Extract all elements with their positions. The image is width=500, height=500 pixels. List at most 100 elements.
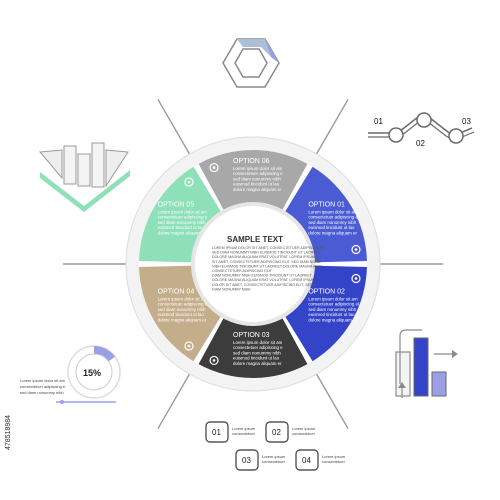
- path-node-01: [388, 127, 404, 143]
- segment-line-option-06: Lorem ipsum dolor sit am: [233, 166, 283, 171]
- segment-line-option-03: Lorem ipsum dolor sit am: [233, 340, 283, 345]
- spoke-line: [157, 371, 192, 429]
- segment-line-option-01: sed diam nonummy nibh: [308, 220, 356, 225]
- house-icon: [351, 273, 361, 284]
- center-text-line: NIBH EUISMOD TINCIDUNT UT LAOREET DOLORE…: [212, 264, 321, 268]
- box-text-line: consectetuer: [322, 459, 346, 464]
- segment-title-option-01: OPTION 01: [308, 202, 345, 209]
- spoke-lines: [63, 99, 443, 429]
- segment-line-option-06: dolore magna aliquam er: [233, 187, 282, 192]
- box-text-line: consectetuer: [262, 459, 286, 464]
- center-title: SAMPLE TEXT: [227, 235, 283, 244]
- center-text-line: DOLOR SIT AMET, CONSECTETUER ADIPISCING …: [212, 283, 313, 287]
- segment-line-option-05: euismod tincidunt ut lao: [158, 225, 205, 230]
- segment-line-option-06: sed diam nonummy nibh: [233, 176, 281, 181]
- center-text-line: DIAM NONUMMY NIBH: [212, 287, 251, 291]
- segment-line-option-06: euismod tincidunt ut lao: [233, 182, 280, 187]
- segment-line-option-04: dolore magna aliquam er: [158, 317, 207, 322]
- segment-line-option-02: euismod tincidunt ut lao: [308, 312, 355, 317]
- globe-icon: [184, 177, 194, 187]
- bar-chart-check-icon: [38, 142, 130, 212]
- center-text-line: CONSECTETUER ADIPISCING ELIT: [212, 269, 273, 273]
- segment-line-option-05: dolore magna aliquam er: [158, 230, 207, 235]
- center-text-line: SED DIAM NONUMMY NIBH EUISMOD TINCIDUNT …: [212, 251, 321, 255]
- spoke-line: [314, 371, 349, 429]
- briefcase-icon: [351, 244, 361, 255]
- segment-option-02: [284, 265, 367, 362]
- progress-indicator: 15% Lorem ipsum dolor sit am consectetue…: [20, 345, 121, 404]
- hexagon-icon: [222, 38, 280, 88]
- segment-line-option-03: dolore magna aliquam er: [233, 361, 282, 366]
- box-number: 03: [242, 456, 251, 465]
- path-label-03: 03: [462, 117, 471, 126]
- progress-text-line-1: Lorem ipsum dolor sit am: [20, 378, 66, 383]
- segment-line-option-01: euismod tincidunt ut lao: [308, 225, 355, 230]
- segment-line-option-01: consectetuer adipiscing e: [308, 215, 358, 220]
- segment-line-option-03: euismod tincidunt ut lao: [233, 356, 280, 361]
- speech-bubble-icon: [184, 341, 194, 351]
- segment-line-option-04: consectetuer adipiscing e: [158, 302, 208, 307]
- segment-option-05: [139, 166, 222, 263]
- segment-line-option-05: sed diam nonummy nibh: [158, 220, 206, 225]
- segment-option-01: [284, 166, 367, 263]
- box-number: 04: [302, 456, 311, 465]
- progress-text-line-2: consectetuer adipiscing e: [20, 384, 66, 389]
- center-text-block: SAMPLE TEXT LOREM IPSUM DOLOR SIT AMET, …: [212, 235, 325, 291]
- center-text-line: DIAM NONUMMY NIBH EUISMOD TINCIDUNT UT L…: [212, 274, 313, 278]
- segment-option-04: [139, 265, 222, 362]
- path-nodes-graphic: 01 02 03: [368, 112, 475, 148]
- segment-line-option-01: dolore magna aliquam er: [308, 230, 357, 235]
- path-label-02: 02: [416, 139, 425, 148]
- segment-line-option-02: Lorem ipsum dolor sit am: [308, 297, 358, 302]
- segment-title-option-02: OPTION 02: [308, 289, 345, 296]
- segment-line-option-02: sed diam nonummy nibh: [308, 307, 356, 312]
- box-text-line: Lorem ipsum: [322, 454, 346, 459]
- segment-line-option-04: sed diam nonummy nibh: [158, 307, 206, 312]
- box-text-line: Lorem ipsum: [262, 454, 286, 459]
- box-text-line: Lorem ipsum: [292, 426, 316, 431]
- box-number: 01: [212, 428, 221, 437]
- segment-title-option-03: OPTION 03: [233, 332, 270, 339]
- segment-line-option-05: consectetuer adipiscing e: [158, 215, 208, 220]
- segment-line-option-01: Lorem ipsum dolor sit am: [308, 210, 358, 215]
- document-icon: [209, 355, 219, 366]
- spoke-line: [157, 99, 192, 157]
- side-code: 478518984: [5, 415, 12, 450]
- segment-line-option-03: consectetuer adipiscing e: [233, 345, 283, 350]
- center-text-line: DOLORE MAGNA ALIQUAM ERAT VOLUTPAT. LORE…: [212, 255, 321, 259]
- progress-text-line-3: sed diam nonummy nibh: [20, 390, 64, 395]
- bar-chart-icon: [395, 329, 458, 398]
- center-circle: [191, 202, 315, 326]
- path-label-01: 01: [374, 117, 383, 126]
- progress-arc: [93, 346, 116, 362]
- box-number: 02: [272, 428, 281, 437]
- path-node-02: [416, 112, 432, 128]
- box-text-line: consectetuer: [232, 431, 256, 436]
- location-pin-icon: [209, 162, 219, 173]
- center-text-line: DOLORE MAGNA ALIQUAM ERAT VOLUTPAT. LORE…: [212, 278, 315, 282]
- segment-line-option-02: dolore magna aliquam er: [308, 317, 357, 322]
- segment-line-option-04: Lorem ipsum dolor sit am: [158, 297, 208, 302]
- segment-title-option-06: OPTION 06: [233, 158, 270, 165]
- segment-line-option-04: euismod tincidunt ut lao: [158, 312, 205, 317]
- segment-title-option-04: OPTION 04: [158, 289, 195, 296]
- box-text-line: consectetuer: [292, 431, 316, 436]
- segment-line-option-02: consectetuer adipiscing el: [308, 302, 359, 307]
- segment-line-option-03: sed diam nonummy nibh: [233, 350, 281, 355]
- segment-option-06: [198, 150, 308, 212]
- spoke-line: [314, 99, 349, 157]
- segment-line-option-06: consectetuer adipiscing e: [233, 171, 283, 176]
- progress-label: 15%: [83, 368, 101, 378]
- path-node-03: [448, 128, 464, 144]
- center-text-line: LOREM IPSUM DOLOR SIT AMET, CONSECTETUER…: [212, 246, 325, 250]
- box-text-line: Lorem ipsum: [232, 426, 256, 431]
- segment-title-option-05: OPTION 05: [158, 202, 195, 209]
- center-text-line: SIT AMET, CONSECTETUER ADIPISCING ELIT, …: [212, 260, 321, 264]
